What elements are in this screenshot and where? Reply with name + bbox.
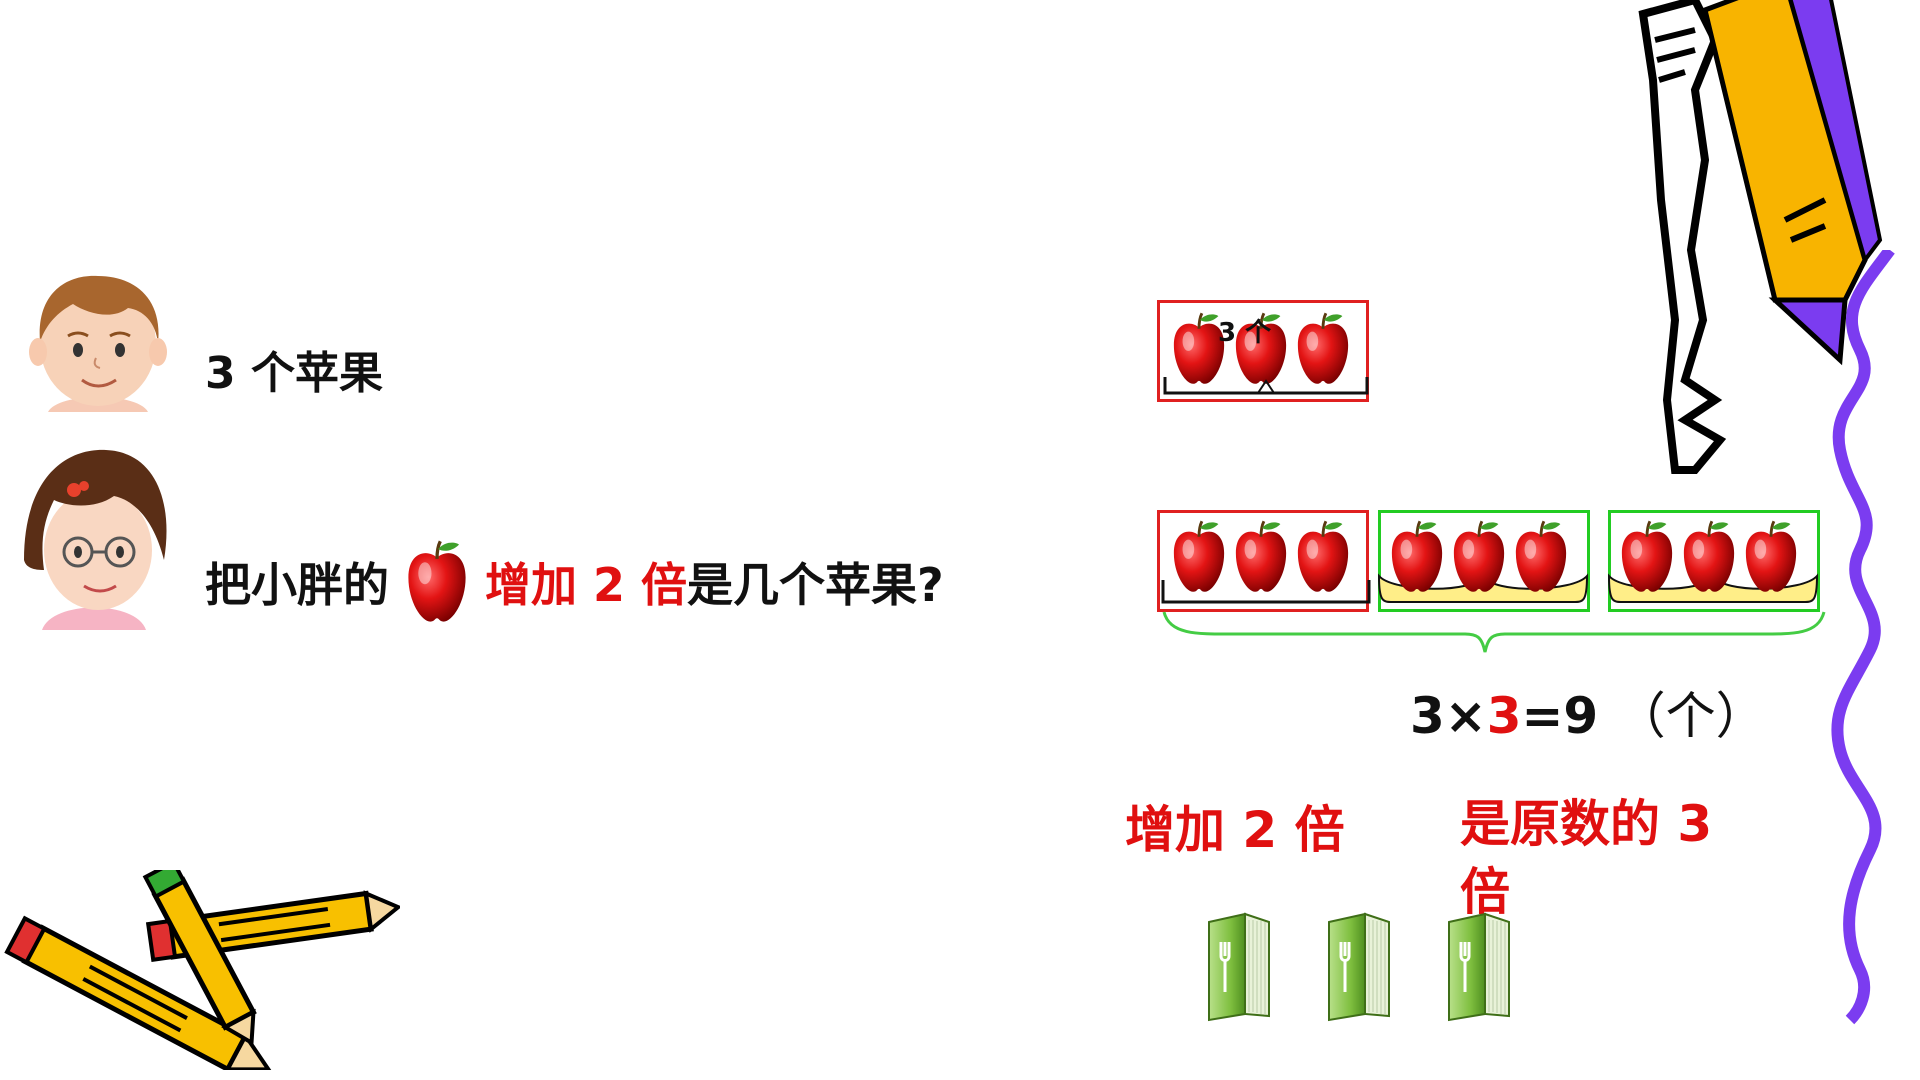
equation-right: =9 bbox=[1521, 687, 1599, 745]
added-group-1-box bbox=[1378, 510, 1590, 612]
apple-icon bbox=[1618, 518, 1676, 596]
question-suffix: 是几个苹果? bbox=[687, 558, 944, 612]
apple-icon bbox=[1680, 518, 1738, 596]
apple-icon bbox=[1450, 518, 1508, 596]
apple-icon bbox=[1294, 518, 1352, 596]
apple-icon bbox=[1232, 518, 1290, 596]
equation-unit: （个） bbox=[1615, 687, 1766, 745]
apple-icon bbox=[401, 538, 473, 626]
apple-icon bbox=[1170, 518, 1228, 596]
apple-icon bbox=[1388, 518, 1446, 596]
book-icon bbox=[1445, 912, 1515, 1022]
equation-multiplier: 3 bbox=[1486, 687, 1522, 745]
apple-icon bbox=[1512, 518, 1570, 596]
equation: 3×3=9 （个） bbox=[1410, 676, 1766, 748]
apple-icon bbox=[1742, 518, 1800, 596]
question-line-1: 3 个苹果 bbox=[205, 337, 383, 401]
rule-multiple: 是原数的 3 倍 bbox=[1460, 795, 1713, 921]
wavy-border bbox=[1831, 250, 1895, 1025]
girl-avatar-icon bbox=[14, 440, 174, 635]
question-highlight: 增加 2 倍 bbox=[485, 558, 688, 612]
apple-count-unit: 个苹果 bbox=[250, 348, 383, 399]
base-brace bbox=[1161, 580, 1371, 604]
equation-left: 3× bbox=[1410, 687, 1487, 745]
question-prefix: 把小胖的 bbox=[205, 558, 389, 612]
base-apples-box bbox=[1157, 510, 1369, 612]
original-brace bbox=[1163, 377, 1369, 395]
pencil-icon bbox=[1638, 0, 1883, 474]
rule-increase: 增加 2 倍 bbox=[1125, 801, 1345, 859]
question-line-2: 把小胖的 增加 2 倍 是几个苹果? bbox=[205, 538, 944, 626]
total-brace bbox=[1162, 611, 1826, 653]
apple-count: 3 bbox=[205, 348, 236, 399]
original-apples-box bbox=[1157, 300, 1369, 402]
book-icon bbox=[1205, 912, 1275, 1022]
pencil-icon bbox=[4, 870, 400, 1070]
original-count-label: 3 个 bbox=[1218, 318, 1272, 348]
book-icon bbox=[1325, 912, 1395, 1022]
added-group-2-box bbox=[1608, 510, 1820, 612]
boy-avatar-icon bbox=[18, 262, 178, 422]
